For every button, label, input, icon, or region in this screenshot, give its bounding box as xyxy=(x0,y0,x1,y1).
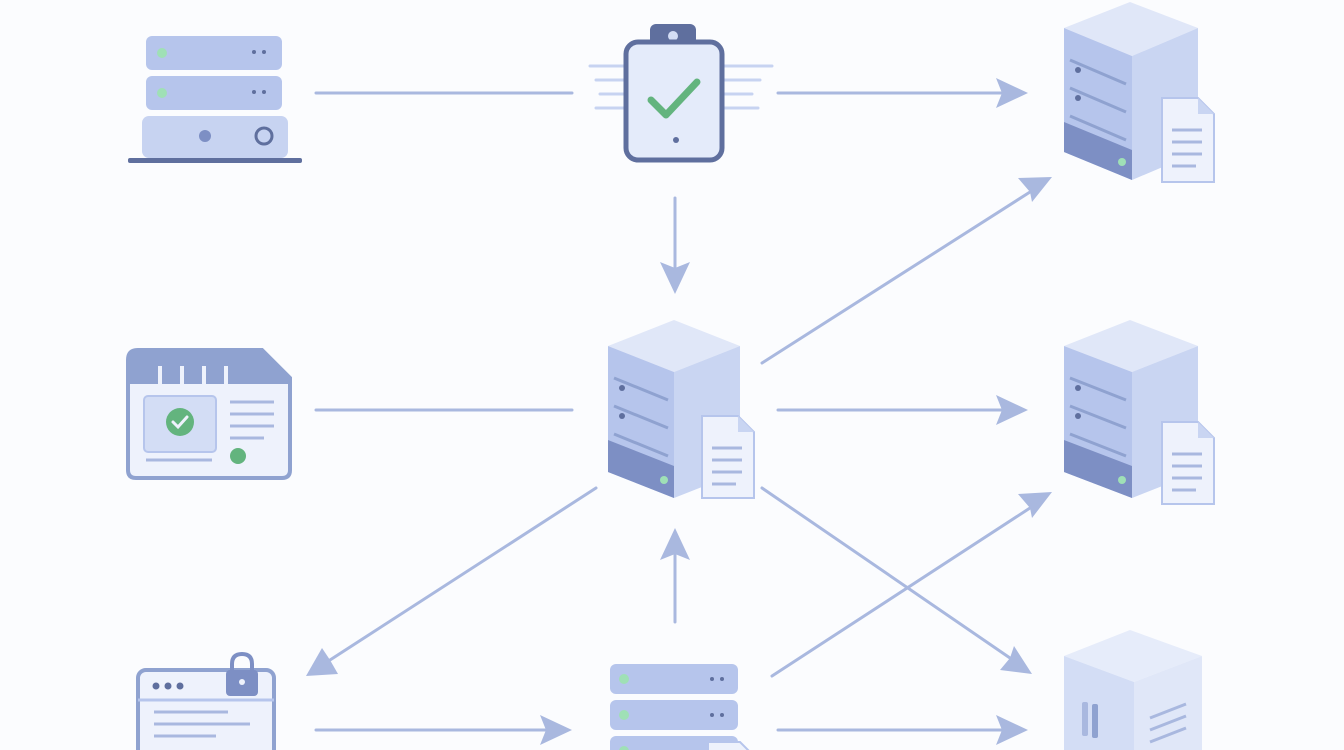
document-icon xyxy=(1161,97,1215,183)
locked-window-icon xyxy=(136,651,276,750)
arrowhead-storage-top-diagonal xyxy=(1018,177,1052,202)
clipboard-check-icon xyxy=(588,24,774,163)
arrowhead-storage-top xyxy=(996,78,1028,108)
edge-storage-center-to-locked-window xyxy=(328,486,598,662)
arrowhead-storage-middle-diagonal xyxy=(1018,492,1052,518)
node-storage-top[interactable] xyxy=(1064,2,1215,183)
node-storage-center[interactable] xyxy=(608,320,755,499)
rack-server-icon xyxy=(610,664,750,750)
connectors xyxy=(306,78,1052,745)
arrowhead-rack-server-bottom xyxy=(540,715,572,745)
arrowhead-storage-middle xyxy=(996,395,1028,425)
node-rack-server-bottom[interactable] xyxy=(610,664,752,750)
storage-server-document-icon xyxy=(1064,320,1215,505)
arrowhead-storage-center-bottom xyxy=(660,528,690,560)
node-locked-window[interactable] xyxy=(136,651,276,750)
arrowhead-storage-cube-diagonal xyxy=(1000,646,1032,674)
document-icon xyxy=(1161,421,1215,505)
arrowhead-locked-window xyxy=(306,648,338,676)
node-approval-tablet[interactable] xyxy=(588,24,774,163)
arrowhead-storage-cube xyxy=(996,715,1028,745)
storage-server-document-icon xyxy=(1064,2,1215,183)
edge-storage-center-to-storage-top xyxy=(760,190,1032,365)
padlock-icon xyxy=(226,651,258,696)
node-rack-server[interactable] xyxy=(128,36,302,163)
node-web-panel[interactable] xyxy=(126,348,292,480)
arrowhead-storage-center-top xyxy=(660,262,690,294)
rack-server-icon xyxy=(128,36,302,163)
node-storage-middle[interactable] xyxy=(1064,320,1215,505)
storage-server-document-icon xyxy=(608,320,755,499)
browser-window-icon xyxy=(126,348,292,480)
edge-storage-center-to-storage-cube xyxy=(760,486,1012,660)
node-storage-cube[interactable] xyxy=(1064,630,1202,750)
edge-rack-server-bottom-to-storage-middle xyxy=(770,506,1032,678)
storage-cube-icon xyxy=(1064,630,1202,750)
document-icon xyxy=(701,415,755,499)
